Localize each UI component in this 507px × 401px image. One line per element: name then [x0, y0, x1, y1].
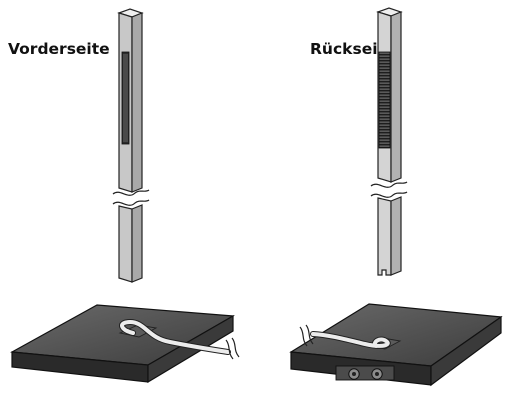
front-pillar	[112, 8, 150, 283]
front-base	[10, 304, 240, 384]
front-side-label: Vorderseite	[8, 40, 110, 58]
rear-base	[289, 303, 503, 387]
rear-pillar	[370, 7, 408, 276]
rear-side-label: Rückseite	[310, 40, 396, 58]
